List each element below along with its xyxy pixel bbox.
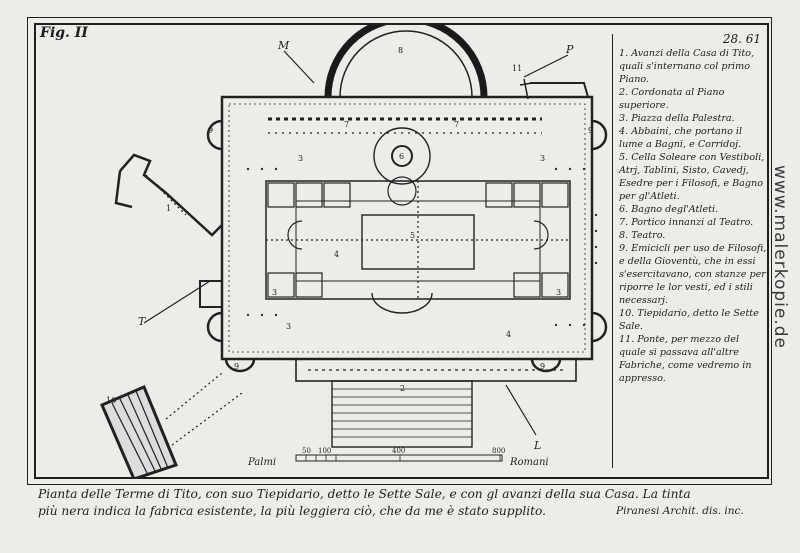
legend-item-10: 10. Tiepidario, detto le Sette Sale. bbox=[619, 308, 759, 332]
room-num-9a: 9 bbox=[208, 126, 213, 135]
legend-item-1: 1. Avanzi della Casa di Tito, quali s'in… bbox=[619, 48, 755, 85]
room-num-10: 10 bbox=[106, 396, 116, 405]
scale-right-label: Romani bbox=[509, 457, 549, 468]
room-num-7b: 7 bbox=[454, 120, 459, 129]
legend-item-5: 5. Cella Soleare con Vestiboli, Atrj, Ta… bbox=[619, 152, 765, 202]
bath-plan-drawing: M P T L 1 2 3 3 3 3 3 4 4 5 6 7 7 8 9 9 … bbox=[100, 25, 608, 477]
watermark: www.malerkopie.de bbox=[770, 165, 792, 405]
legend-item-9: 9. Emicicli per uso de Filosofi, e della… bbox=[619, 243, 767, 306]
watermark-text: www.malerkopie.de bbox=[770, 165, 790, 349]
room-num-9c: 9 bbox=[234, 362, 239, 371]
legend-item-2: 2. Cordonata al Piano superiore. bbox=[619, 87, 725, 111]
room-num-8: 8 bbox=[398, 46, 403, 55]
letter-p: P bbox=[565, 43, 574, 56]
room-num-3e: 3 bbox=[272, 288, 277, 297]
room-num-9d: 9 bbox=[540, 362, 545, 371]
letter-t: T bbox=[138, 315, 147, 328]
letter-l: L bbox=[533, 439, 541, 452]
caption-line-1: Pianta delle Terme di Tito, con suo Tiep… bbox=[38, 487, 691, 501]
scale-left-label: Palmi bbox=[247, 457, 276, 468]
room-num-3a: 3 bbox=[298, 154, 303, 163]
legend-item-6: 6. Bagno degl'Atleti. bbox=[619, 204, 719, 215]
precinct-wall bbox=[220, 95, 594, 361]
legend-item-11: 11. Ponte, per mezzo del quale si passav… bbox=[619, 334, 752, 384]
room-num-7a: 7 bbox=[344, 120, 349, 129]
scale-tick-50: 50 bbox=[302, 447, 311, 455]
letter-m: M bbox=[277, 39, 290, 52]
legend-panel: 28. 61 1. Avanzi della Casa di Tito, qua… bbox=[612, 32, 767, 468]
legend-item-8: 8. Teatro. bbox=[619, 230, 666, 241]
athletes-bath-circle bbox=[373, 127, 431, 185]
scale-tick-100: 100 bbox=[318, 447, 331, 455]
legend-item-7: 7. Portico innanzi al Teatro. bbox=[619, 217, 754, 228]
scale-tick-800: 800 bbox=[492, 447, 505, 455]
room-num-1: 1 bbox=[166, 204, 171, 213]
scale-tick-400: 400 bbox=[392, 447, 405, 455]
outer-frame bbox=[27, 17, 772, 485]
room-num-6: 6 bbox=[399, 152, 404, 161]
caption: Pianta delle Terme di Tito, con suo Tiep… bbox=[38, 486, 768, 520]
sette-sale bbox=[100, 385, 178, 477]
theatre-arc bbox=[324, 25, 488, 98]
room-num-4b: 4 bbox=[334, 250, 339, 259]
room-num-5: 5 bbox=[410, 231, 415, 240]
plate-number: 28. 61 bbox=[722, 32, 761, 46]
inner-frame bbox=[34, 23, 769, 479]
room-num-3c: 3 bbox=[286, 322, 291, 331]
room-num-4a: 4 bbox=[506, 330, 511, 339]
room-num-2: 2 bbox=[400, 384, 405, 393]
figure-label: Fig. II bbox=[40, 25, 88, 41]
legend-item-4: 4. Abbaini, che portano il lume a Bagni,… bbox=[619, 126, 743, 150]
scale-bar bbox=[295, 454, 503, 462]
legend-list: 1. Avanzi della Casa di Tito, quali s'in… bbox=[619, 47, 767, 385]
room-num-3b: 3 bbox=[540, 154, 545, 163]
room-num-3d: 3 bbox=[556, 288, 561, 297]
stair-cordonata bbox=[331, 380, 473, 448]
room-num-11: 11 bbox=[512, 64, 522, 73]
caption-line-2: più nera indica la fabrica esistente, la… bbox=[38, 504, 547, 518]
legend-item-3: 3. Piazza della Palestra. bbox=[619, 113, 735, 124]
room-num-9b: 9 bbox=[588, 126, 593, 135]
artist-signature: Piranesi Archit. dis. inc. bbox=[616, 505, 744, 517]
